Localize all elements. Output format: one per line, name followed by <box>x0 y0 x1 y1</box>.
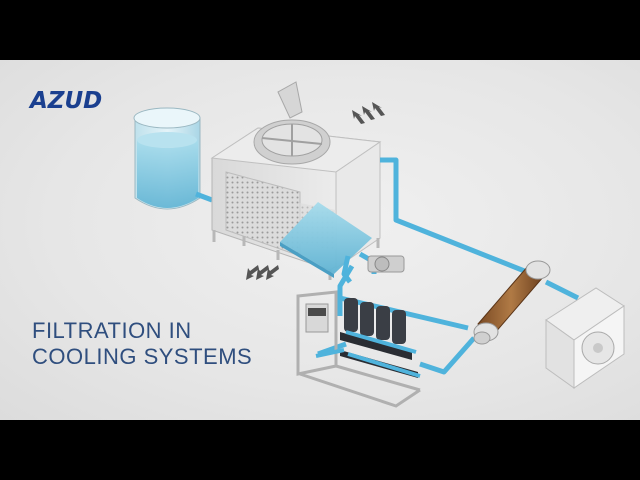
filtration-skid <box>296 290 421 408</box>
video-frame: AZUD FILTRATION IN COOLING SYSTEMS <box>0 60 640 420</box>
condenser-unit <box>545 287 625 389</box>
caption-line-2: COOLING SYSTEMS <box>32 344 253 369</box>
caption-line-1: FILTRATION IN <box>32 318 192 343</box>
airflow-arrows-icon <box>352 102 385 124</box>
pump <box>367 255 405 273</box>
disc-filters <box>340 298 418 378</box>
pipe <box>195 191 213 203</box>
video-caption: FILTRATION IN COOLING SYSTEMS <box>32 318 252 370</box>
cooling-system-illustration <box>133 81 625 408</box>
water-storage-tank <box>133 107 201 210</box>
brand-logo: AZUD <box>30 88 103 114</box>
letterbox-top <box>0 0 640 60</box>
heat-exchanger <box>473 260 551 345</box>
letterbox-bottom <box>0 420 640 480</box>
airflow-arrows-icon <box>246 265 279 280</box>
cooling-tower <box>210 81 382 280</box>
